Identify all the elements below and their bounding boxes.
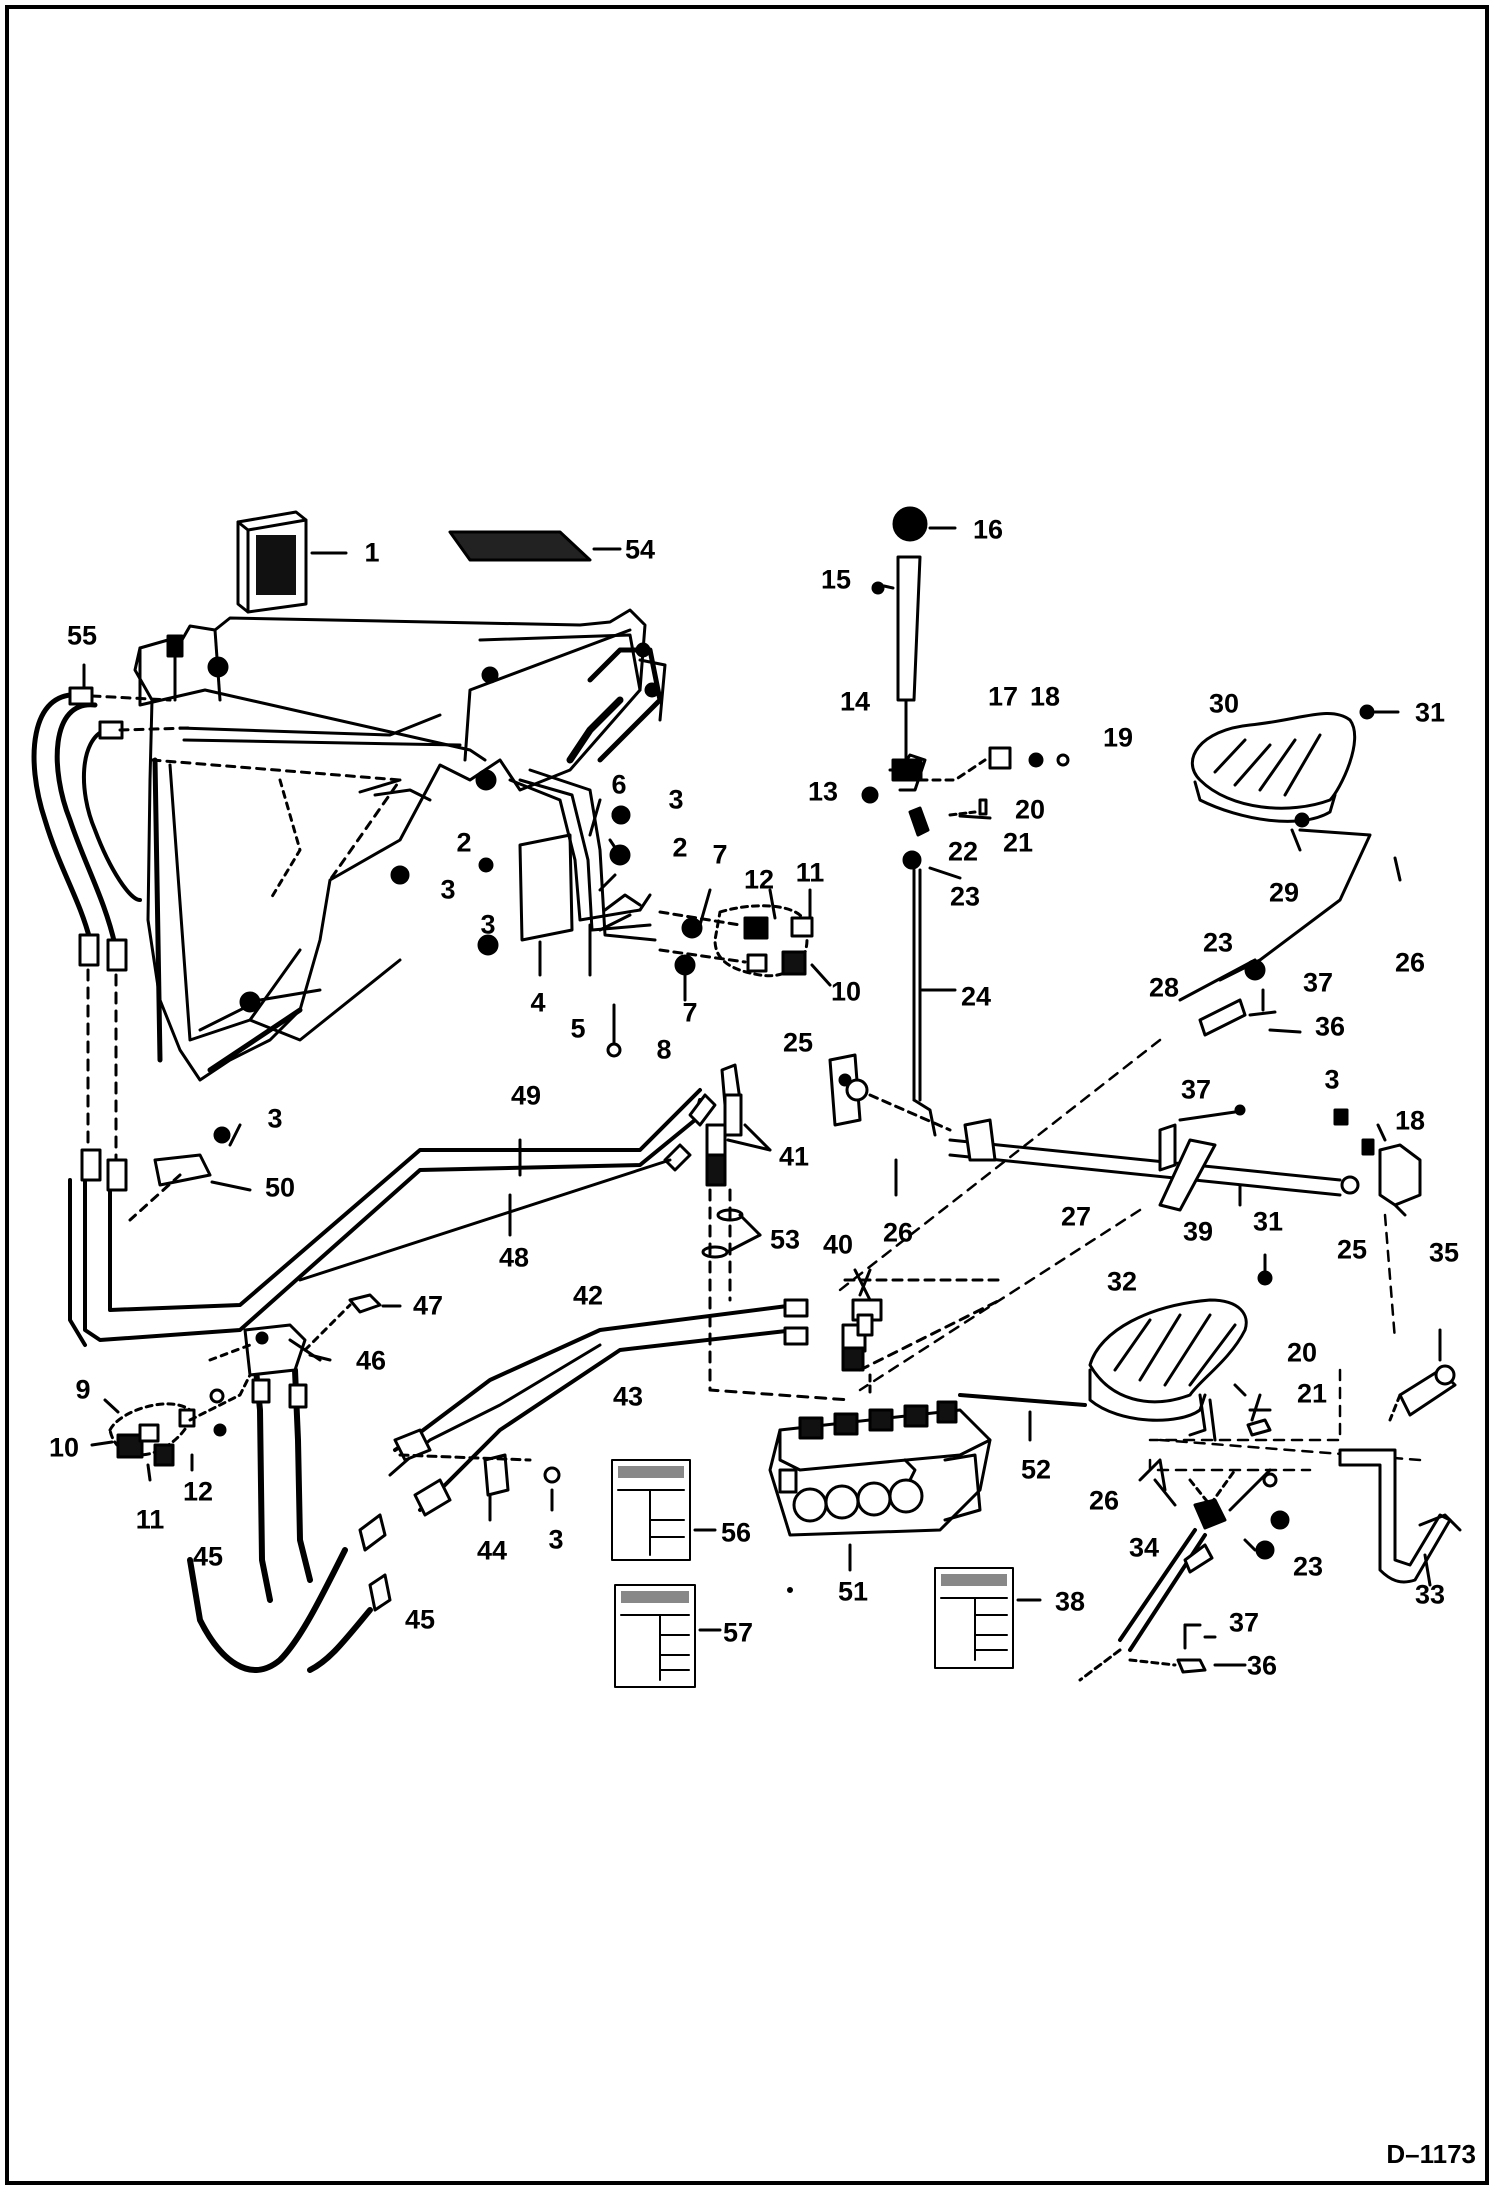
callout-11: 11 [795,857,825,888]
callout-38: 38 [1054,1586,1086,1617]
callout-29: 29 [1268,877,1300,908]
control-lever-assembly [861,506,1070,1197]
parts-upper-center [373,768,832,1058]
callout-32: 32 [1106,1266,1138,1297]
callout-54: 54 [624,534,656,565]
callout-37: 37 [1180,1074,1212,1105]
callout-3: 3 [267,1103,283,1134]
callout-20: 20 [1014,794,1046,825]
callout-41: 41 [778,1141,810,1172]
callout-26: 26 [1394,947,1426,978]
callout-11: 11 [135,1504,165,1535]
callout-2: 2 [456,827,472,858]
callout-14: 14 [839,686,871,717]
callout-50: 50 [264,1172,296,1203]
callout-8: 8 [656,1034,672,1065]
diagram-border [5,5,1489,2185]
dashed-leaders [838,1038,1422,1472]
callout-31: 31 [1252,1206,1284,1237]
callout-42: 42 [572,1280,604,1311]
callout-47: 47 [412,1290,444,1321]
callout-12: 12 [743,864,775,895]
callout-3: 3 [548,1524,564,1555]
callout-10: 10 [48,1432,80,1463]
callout-30: 30 [1208,688,1240,719]
callout-33: 33 [1414,1579,1446,1610]
fittings-41-53-40 [701,1063,1002,1402]
callout-3: 3 [1324,1064,1340,1095]
callout-49: 49 [510,1080,542,1111]
callout-18: 18 [1394,1105,1426,1136]
part-1-manual-box [236,510,348,614]
callout-27: 27 [1060,1201,1092,1232]
callout-12: 12 [182,1476,214,1507]
callout-20: 20 [1286,1337,1318,1368]
callout-37: 37 [1302,967,1334,998]
callout-6: 6 [611,769,627,800]
callout-45: 45 [192,1541,224,1572]
part-55-hoses [31,663,192,1182]
callout-23: 23 [1202,927,1234,958]
callout-25: 25 [1336,1234,1368,1265]
callout-22: 22 [947,836,979,867]
callout-51: 51 [837,1576,869,1607]
callout-26: 26 [1088,1485,1120,1516]
callout-16: 16 [972,514,1004,545]
callout-45: 45 [404,1604,436,1635]
callout-24: 24 [960,981,992,1012]
part-54-decal [448,530,622,562]
callout-10: 10 [830,976,862,1007]
callout-46: 46 [355,1345,387,1376]
callout-43: 43 [612,1381,644,1412]
callout-13: 13 [807,776,839,807]
callout-3: 3 [480,909,496,940]
pedal-lower-assembly [1078,1253,1462,1682]
callout-36: 36 [1314,1011,1346,1042]
tubes-49-48 [68,1088,717,1347]
pedal-upper-assembly [1178,704,1402,1037]
callout-4: 4 [530,987,546,1018]
callout-21: 21 [1296,1378,1328,1409]
callout-34: 34 [1128,1532,1160,1563]
callout-40: 40 [822,1229,854,1260]
callout-26: 26 [882,1217,914,1248]
callout-5: 5 [570,1013,586,1044]
callout-17: 17 [987,681,1019,712]
callout-35: 35 [1428,1237,1460,1268]
callout-7: 7 [712,839,728,870]
callout-23: 23 [1292,1551,1324,1582]
callout-37: 37 [1228,1607,1260,1638]
callout-55: 55 [66,620,98,651]
callout-36: 36 [1246,1650,1278,1681]
part-51-control-valve [768,1393,1087,1572]
callout-52: 52 [1020,1454,1052,1485]
callout-7: 7 [682,997,698,1028]
callout-25: 25 [782,1027,814,1058]
callout-31: 31 [1414,697,1446,728]
callout-2: 2 [672,832,688,863]
callout-57: 57 [722,1617,754,1648]
callout-23: 23 [949,881,981,912]
callout-21: 21 [1002,827,1034,858]
tubes-42-43-and-hoses [90,1293,809,1673]
control-panel-frame [133,608,667,1082]
callout-9: 9 [75,1374,91,1405]
callout-3: 3 [668,784,684,815]
callout-56: 56 [720,1517,752,1548]
decals-56-57-38 [611,1459,1042,1688]
callout-1: 1 [364,537,380,568]
callout-19: 19 [1102,722,1134,753]
callout-28: 28 [1148,972,1180,1003]
cross-shaft-assembly [828,1053,1422,1217]
callout-3: 3 [440,874,456,905]
callout-18: 18 [1029,681,1061,712]
callout-44: 44 [476,1535,508,1566]
callout-39: 39 [1182,1216,1214,1247]
callout-53: 53 [769,1224,801,1255]
callout-15: 15 [820,564,852,595]
figure-number: D–1173 [1386,2139,1476,2169]
callout-48: 48 [498,1242,530,1273]
